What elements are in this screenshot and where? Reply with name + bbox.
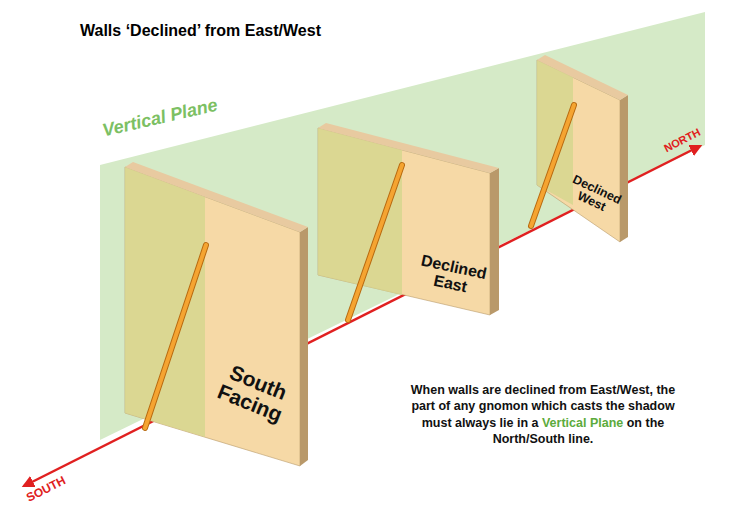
gnomon [145, 245, 206, 428]
wall-face [125, 167, 300, 466]
wall-shade [125, 167, 205, 437]
note-highlight: Vertical Plane [542, 416, 623, 430]
wall-shade [537, 60, 573, 205]
wall: Declined West [525, 50, 635, 250]
wall-top [537, 55, 628, 100]
wall: Declined East [312, 118, 507, 326]
gnomon-outline [145, 245, 206, 428]
note: When walls are declined from East/West, … [398, 382, 688, 447]
wall-edge [490, 168, 499, 315]
wall-edge [300, 227, 308, 466]
wall: South Facing [118, 158, 313, 472]
gnomon-outline [348, 165, 402, 320]
wall-top [318, 123, 499, 173]
wall-top [125, 162, 308, 232]
gnomon [531, 105, 574, 226]
wall-edge [620, 95, 628, 242]
wall-shade [318, 128, 402, 295]
direction-label: SOUTH [24, 473, 68, 505]
wall-shape [312, 118, 507, 326]
vertical-plane [100, 12, 705, 440]
title: Walls ‘Declined’ from East/West [80, 22, 321, 40]
plane-label: Vertical Plane [100, 95, 219, 142]
gnomon-outline [531, 105, 574, 226]
gnomon [348, 165, 402, 320]
wall-shape [525, 50, 635, 250]
